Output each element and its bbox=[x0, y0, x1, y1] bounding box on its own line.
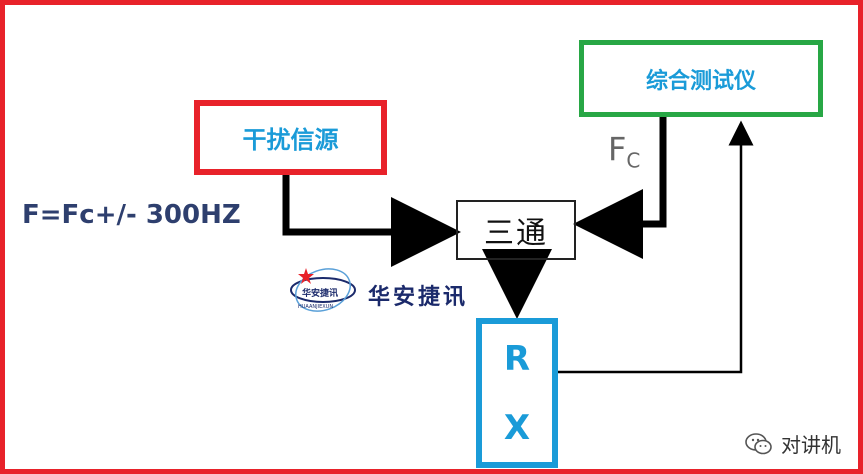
three-way-label: 三通 bbox=[484, 216, 548, 251]
three-way-splitter-box: 三通 bbox=[456, 200, 576, 260]
rx-to-tester-arrow bbox=[558, 120, 754, 374]
rx-label-x: X bbox=[503, 407, 531, 448]
comprehensive-tester-box: 综合测试仪 bbox=[579, 40, 823, 117]
interference-to-three-way-arrow bbox=[282, 175, 461, 267]
rx-box: R X bbox=[476, 318, 558, 468]
rx-label-r: R bbox=[503, 338, 531, 379]
fc-main: F bbox=[608, 130, 627, 168]
fc-subscript: C bbox=[626, 148, 641, 173]
brand-logo-emblem: 华安捷讯 HUAANJIEXUN bbox=[290, 268, 356, 312]
brand-logo-text: 华安捷讯 bbox=[368, 285, 469, 310]
logo-emblem-subtext: HUAANJIEXUN bbox=[298, 304, 333, 310]
interference-source-box: 干扰信源 bbox=[194, 100, 387, 175]
wechat-watermark: 对讲机 bbox=[745, 429, 841, 458]
fc-label: FC bbox=[608, 130, 640, 172]
watermark-text: 对讲机 bbox=[781, 433, 841, 457]
logo-emblem-text: 华安捷讯 bbox=[302, 287, 338, 299]
wechat-icon bbox=[745, 432, 772, 454]
tester-label: 综合测试仪 bbox=[645, 68, 756, 94]
interference-label: 干扰信源 bbox=[242, 126, 339, 154]
frequency-formula: F=Fc+/- 300HZ bbox=[22, 200, 241, 230]
tester-to-three-way-arrow bbox=[573, 117, 667, 259]
